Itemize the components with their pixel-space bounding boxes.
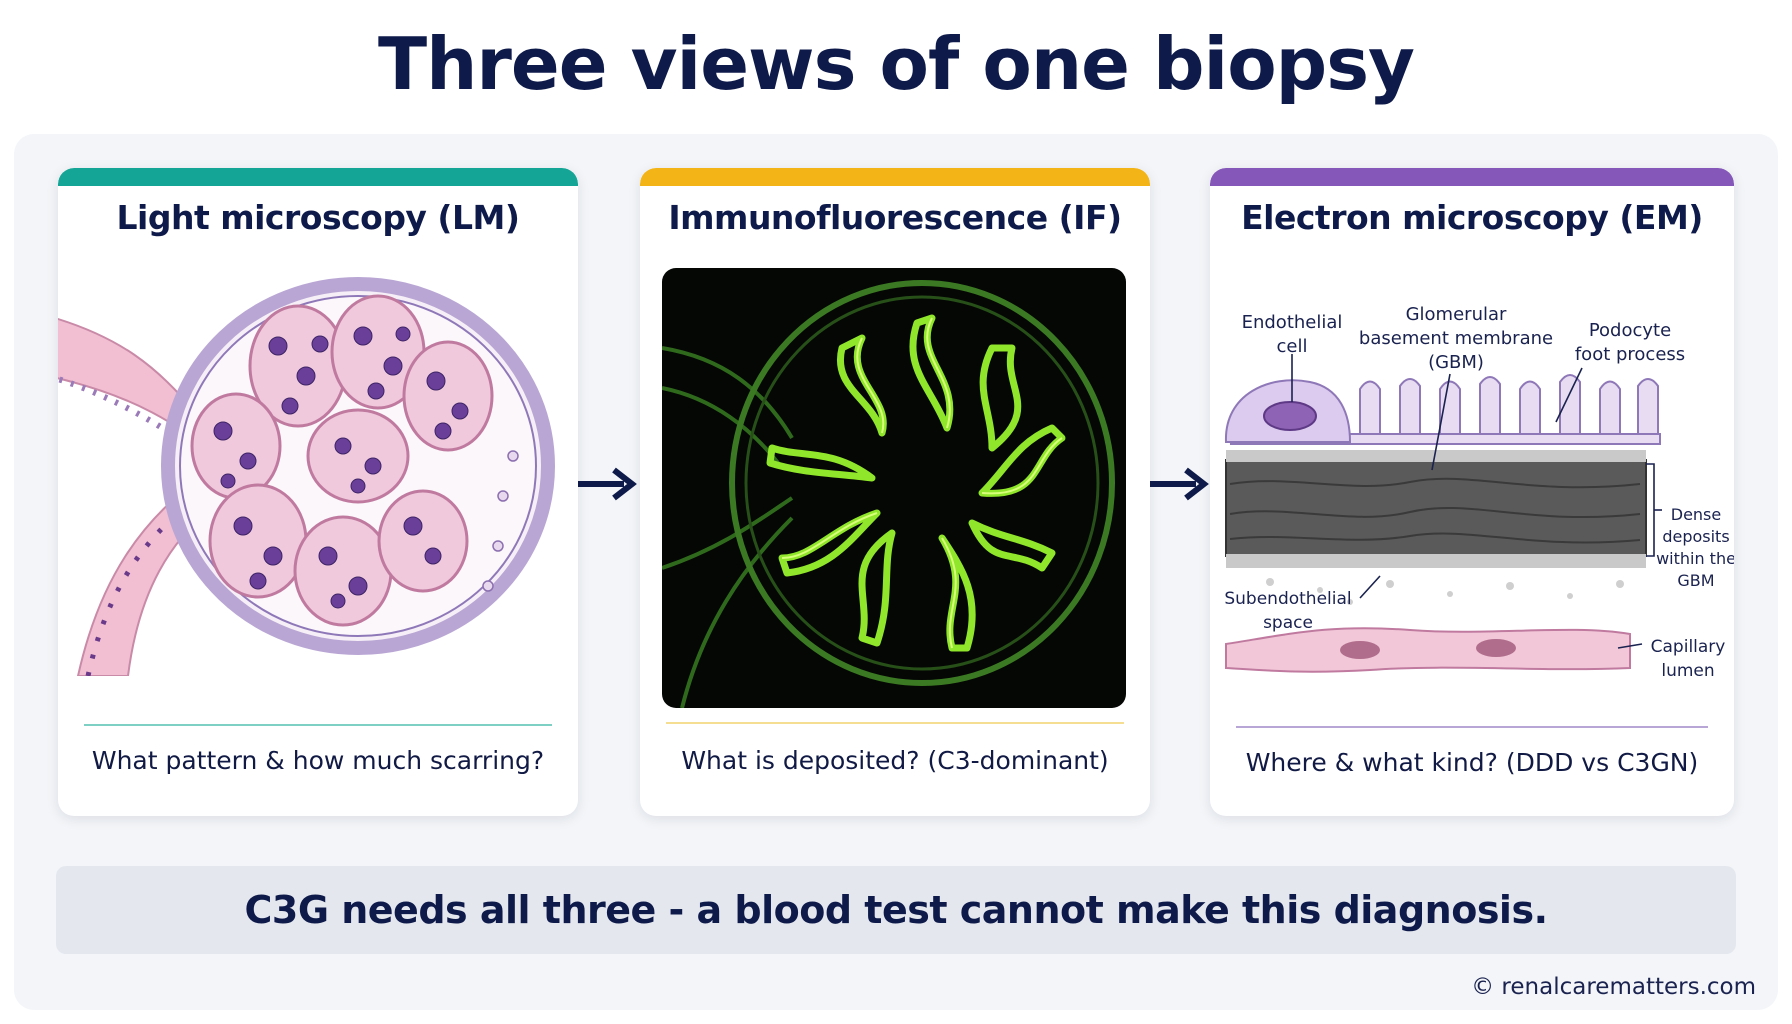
source-credit: © renalcarematters.com <box>1471 974 1756 1000</box>
card-question: What pattern & how much scarring? <box>91 746 545 775</box>
card-electron-microscopy: Electron microscopy (EM) <box>1210 168 1734 816</box>
card-divider <box>84 724 552 726</box>
card-immunofluorescence: Immunofluorescence (IF) What is deposite… <box>640 168 1150 816</box>
card-divider <box>666 722 1124 724</box>
card-accent-bar <box>1210 168 1734 186</box>
card-divider <box>1236 726 1708 728</box>
page-title: Three views of one biopsy <box>378 22 1415 106</box>
right-arrow-icon <box>1150 467 1209 501</box>
card-heading: Light microscopy (LM) <box>116 198 520 237</box>
card-question: Where & what kind? (DDD vs C3GN) <box>1245 748 1699 777</box>
card-accent-bar <box>640 168 1150 186</box>
card-heading: Immunofluorescence (IF) <box>668 198 1122 237</box>
card-heading: Electron microscopy (EM) <box>1241 198 1703 237</box>
right-arrow-icon <box>578 467 637 501</box>
glomerulus-immunofluorescence-illustration <box>662 268 1126 708</box>
conclusion-banner: C3G needs all three - a blood test canno… <box>56 866 1736 954</box>
card-accent-bar <box>58 168 578 186</box>
glomerulus-histology-illustration <box>58 277 555 676</box>
card-question: What is deposited? (C3-dominant) <box>681 746 1109 775</box>
card-light-microscopy: Light microscopy (LM) <box>58 168 578 816</box>
